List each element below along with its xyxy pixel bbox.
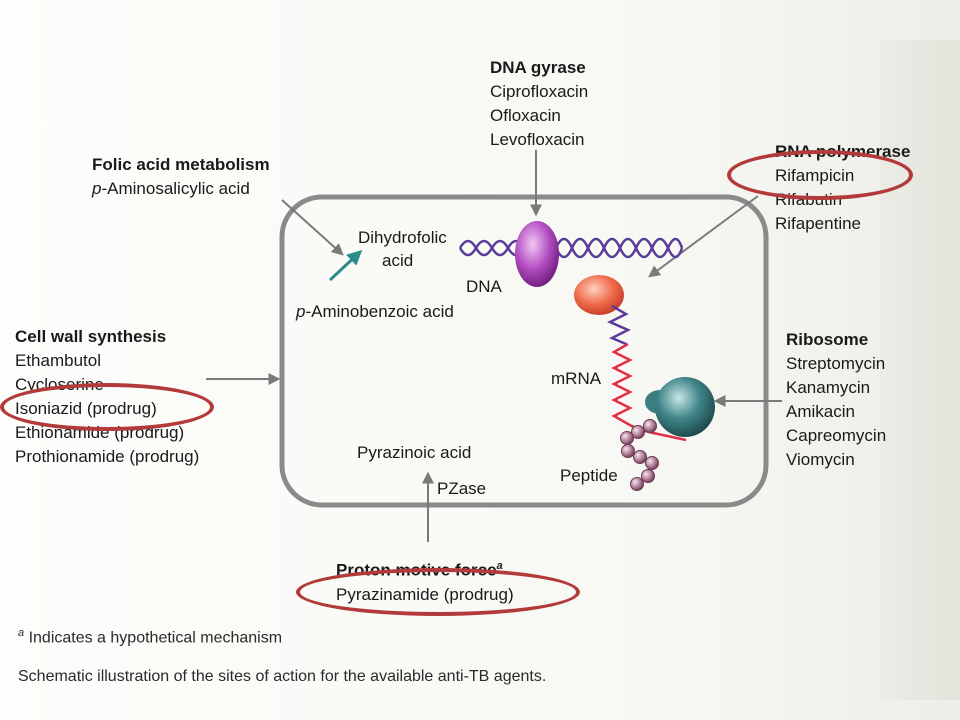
ribosome-group: Ribosome Streptomycin Kanamycin Amikacin…: [786, 328, 886, 472]
dna-label: DNA: [466, 277, 502, 296]
dna-gyrase-title: DNA gyrase: [490, 58, 586, 77]
pab-label-name: -Aminobenzoic acid: [305, 302, 454, 321]
pab-label-prefix: p: [296, 302, 306, 321]
dihydrofolic-label-2: acid: [382, 251, 414, 270]
footnote-mark: a: [18, 627, 25, 639]
ribosome-drug: Capreomycin: [786, 426, 887, 445]
dna-gyrase-group: DNA gyrase Ciprofloxacin Ofloxacin Levof…: [490, 56, 588, 152]
folic-acid-drug-name: -Aminosalicylic acid: [101, 179, 250, 198]
peptide-chain: [620, 419, 659, 491]
cell-wall-drug: Prothionamide (prodrug): [15, 447, 200, 466]
ribosome-drug: Amikacin: [786, 402, 855, 421]
folic-acid-group: Folic acid metabolism p-Aminosalicylic a…: [92, 153, 270, 201]
arrow-folic-acid: [281, 199, 344, 256]
mrna-label: mRNA: [551, 369, 602, 388]
ribosome-title: Ribosome: [786, 330, 869, 349]
rna-polymerase-drug: Rifapentine: [775, 214, 862, 233]
page-edge-shadow: [880, 40, 960, 700]
mrna-purple-segment: [607, 304, 631, 346]
folic-acid-title: Folic acid metabolism: [92, 155, 270, 174]
ribosome-drug: Streptomycin: [786, 354, 886, 373]
cell-wall-title: Cell wall synthesis: [15, 327, 167, 346]
ribosome-shape: [655, 377, 715, 437]
dihydrofolic-label-1: Dihydrofolic: [358, 228, 447, 247]
peptide-label: Peptide: [560, 466, 618, 485]
arrow-pab-to-dihydrofolic: [328, 249, 363, 282]
pzase-label: PZase: [437, 479, 487, 498]
ribosome-drug: Viomycin: [786, 450, 855, 469]
cell-wall-drug: Ethambutol: [15, 351, 101, 370]
pab-label: p-Aminobenzoic acid: [296, 300, 454, 323]
folic-acid-drug-prefix: p: [92, 179, 102, 198]
highlight-isoniazid: [0, 383, 214, 431]
dna-gyrase-drug: Ciprofloxacin: [490, 82, 589, 101]
footnote-text: Indicates a hypothetical mechanism: [24, 629, 283, 647]
cell-outline: [279, 194, 769, 508]
highlight-rifampicin: [727, 150, 913, 200]
highlight-pyrazinamide: [296, 568, 580, 616]
dna-gyrase-drug: Levofloxacin: [490, 130, 585, 149]
arrow-rna-polymerase: [648, 195, 759, 278]
proton-motive-footnote-mark: a: [496, 560, 503, 572]
pyrazinoic-acid-label: Pyrazinoic acid: [357, 443, 472, 462]
ribosome-drug: Kanamycin: [786, 378, 871, 397]
rna-polymerase-shape: [574, 275, 624, 315]
figure-caption: Schematic illustration of the sites of a…: [18, 668, 547, 685]
dna-gyrase-shape: [515, 221, 559, 287]
dna-gyrase-drug: Ofloxacin: [490, 106, 561, 125]
folic-acid-drug: p-Aminosalicylic acid: [92, 177, 270, 201]
footnote: a Indicates a hypothetical mechanism: [18, 622, 282, 649]
